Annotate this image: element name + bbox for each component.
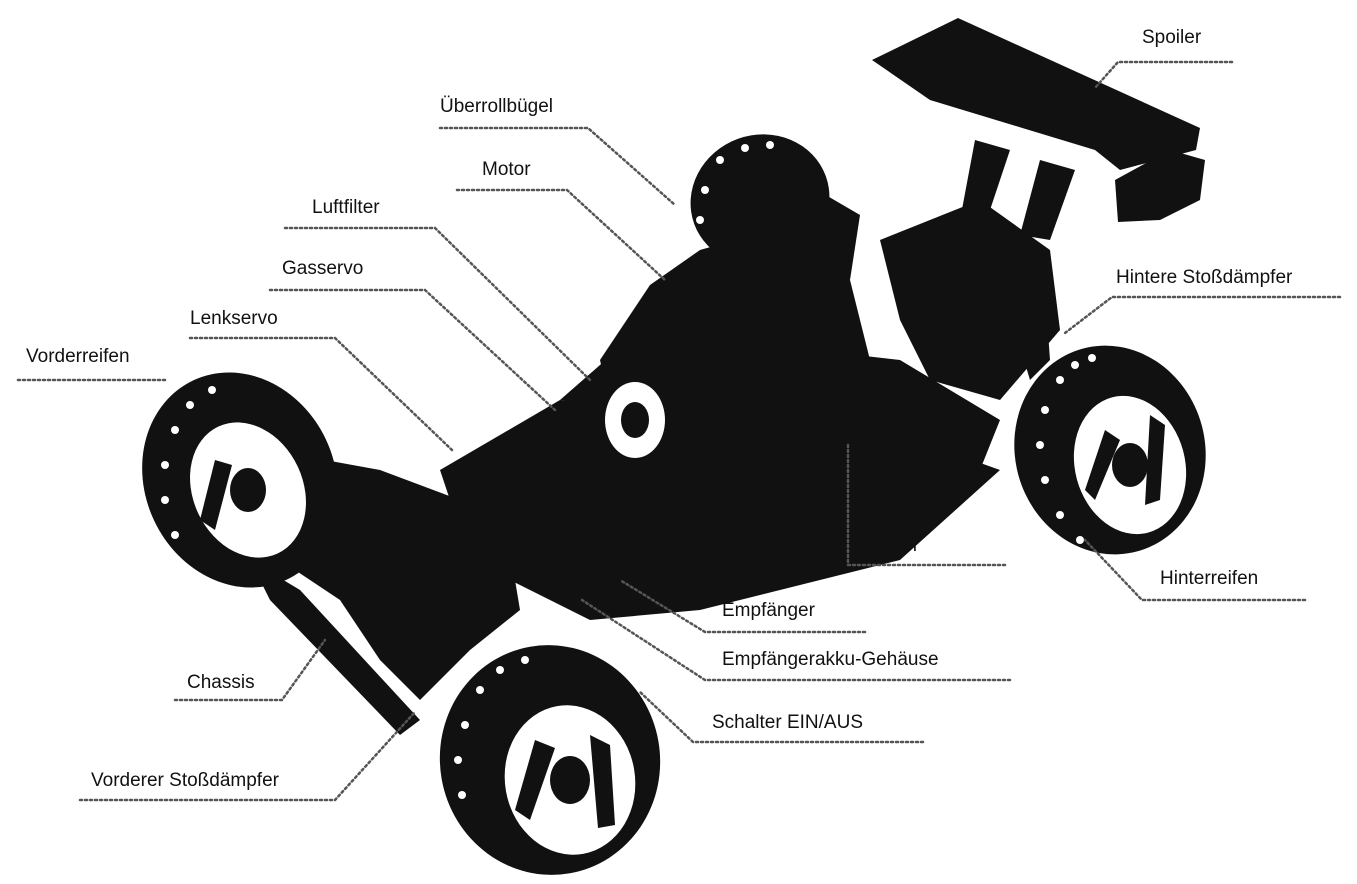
label-vorderreifen: Vorderreifen — [26, 346, 130, 367]
label-starter: Starter — [862, 535, 920, 556]
label-hinterreifen: Hinterreifen — [1160, 568, 1259, 589]
label-ueberrollbuegel: Überrollbügel — [440, 96, 554, 117]
leader-motor — [455, 188, 667, 282]
label-hintere-stossdaempfer: Hintere Stoßdämpfer — [1116, 267, 1293, 288]
spoiler-shape — [872, 18, 1205, 240]
label-spoiler: Spoiler — [1142, 27, 1202, 48]
label-gasservo: Gasservo — [282, 258, 364, 279]
rim-spokes — [200, 402, 1165, 828]
rear-suspension-shape — [880, 200, 1060, 400]
tread-dots — [161, 141, 1096, 799]
leader-ueberrollbuegel — [438, 126, 677, 207]
leader-starter — [846, 443, 1007, 567]
leader-hintere-stossdaempfer — [1063, 295, 1342, 335]
label-schalter: Schalter EIN/AUS — [712, 712, 863, 733]
label-empfaenger: Empfänger — [722, 600, 815, 621]
label-vorderer-stossdaempfer: Vorderer Stoßdämpfer — [91, 770, 279, 791]
label-lenkservo: Lenkservo — [190, 308, 278, 329]
front-suspension-shape — [250, 450, 520, 735]
leader-lines — [16, 60, 1342, 802]
leader-chassis — [173, 638, 327, 702]
label-luftfilter: Luftfilter — [312, 197, 380, 218]
leader-gasservo — [268, 288, 557, 412]
leader-lenkservo — [188, 336, 454, 452]
leader-empfaenger — [618, 578, 867, 634]
label-motor: Motor — [482, 159, 531, 180]
engine-block-shape — [600, 180, 925, 500]
leader-schalter — [638, 690, 925, 744]
leader-hinterreifen — [1083, 538, 1307, 602]
leader-vorderer-stossdaempfer — [78, 710, 417, 802]
leader-luftfilter — [283, 226, 592, 382]
label-chassis: Chassis — [187, 672, 255, 693]
leader-spoiler — [1093, 60, 1234, 90]
label-empfaengerakku-gehaeuse: Empfängerakku-Gehäuse — [722, 649, 939, 670]
leader-empfaengerakku — [580, 598, 1012, 682]
